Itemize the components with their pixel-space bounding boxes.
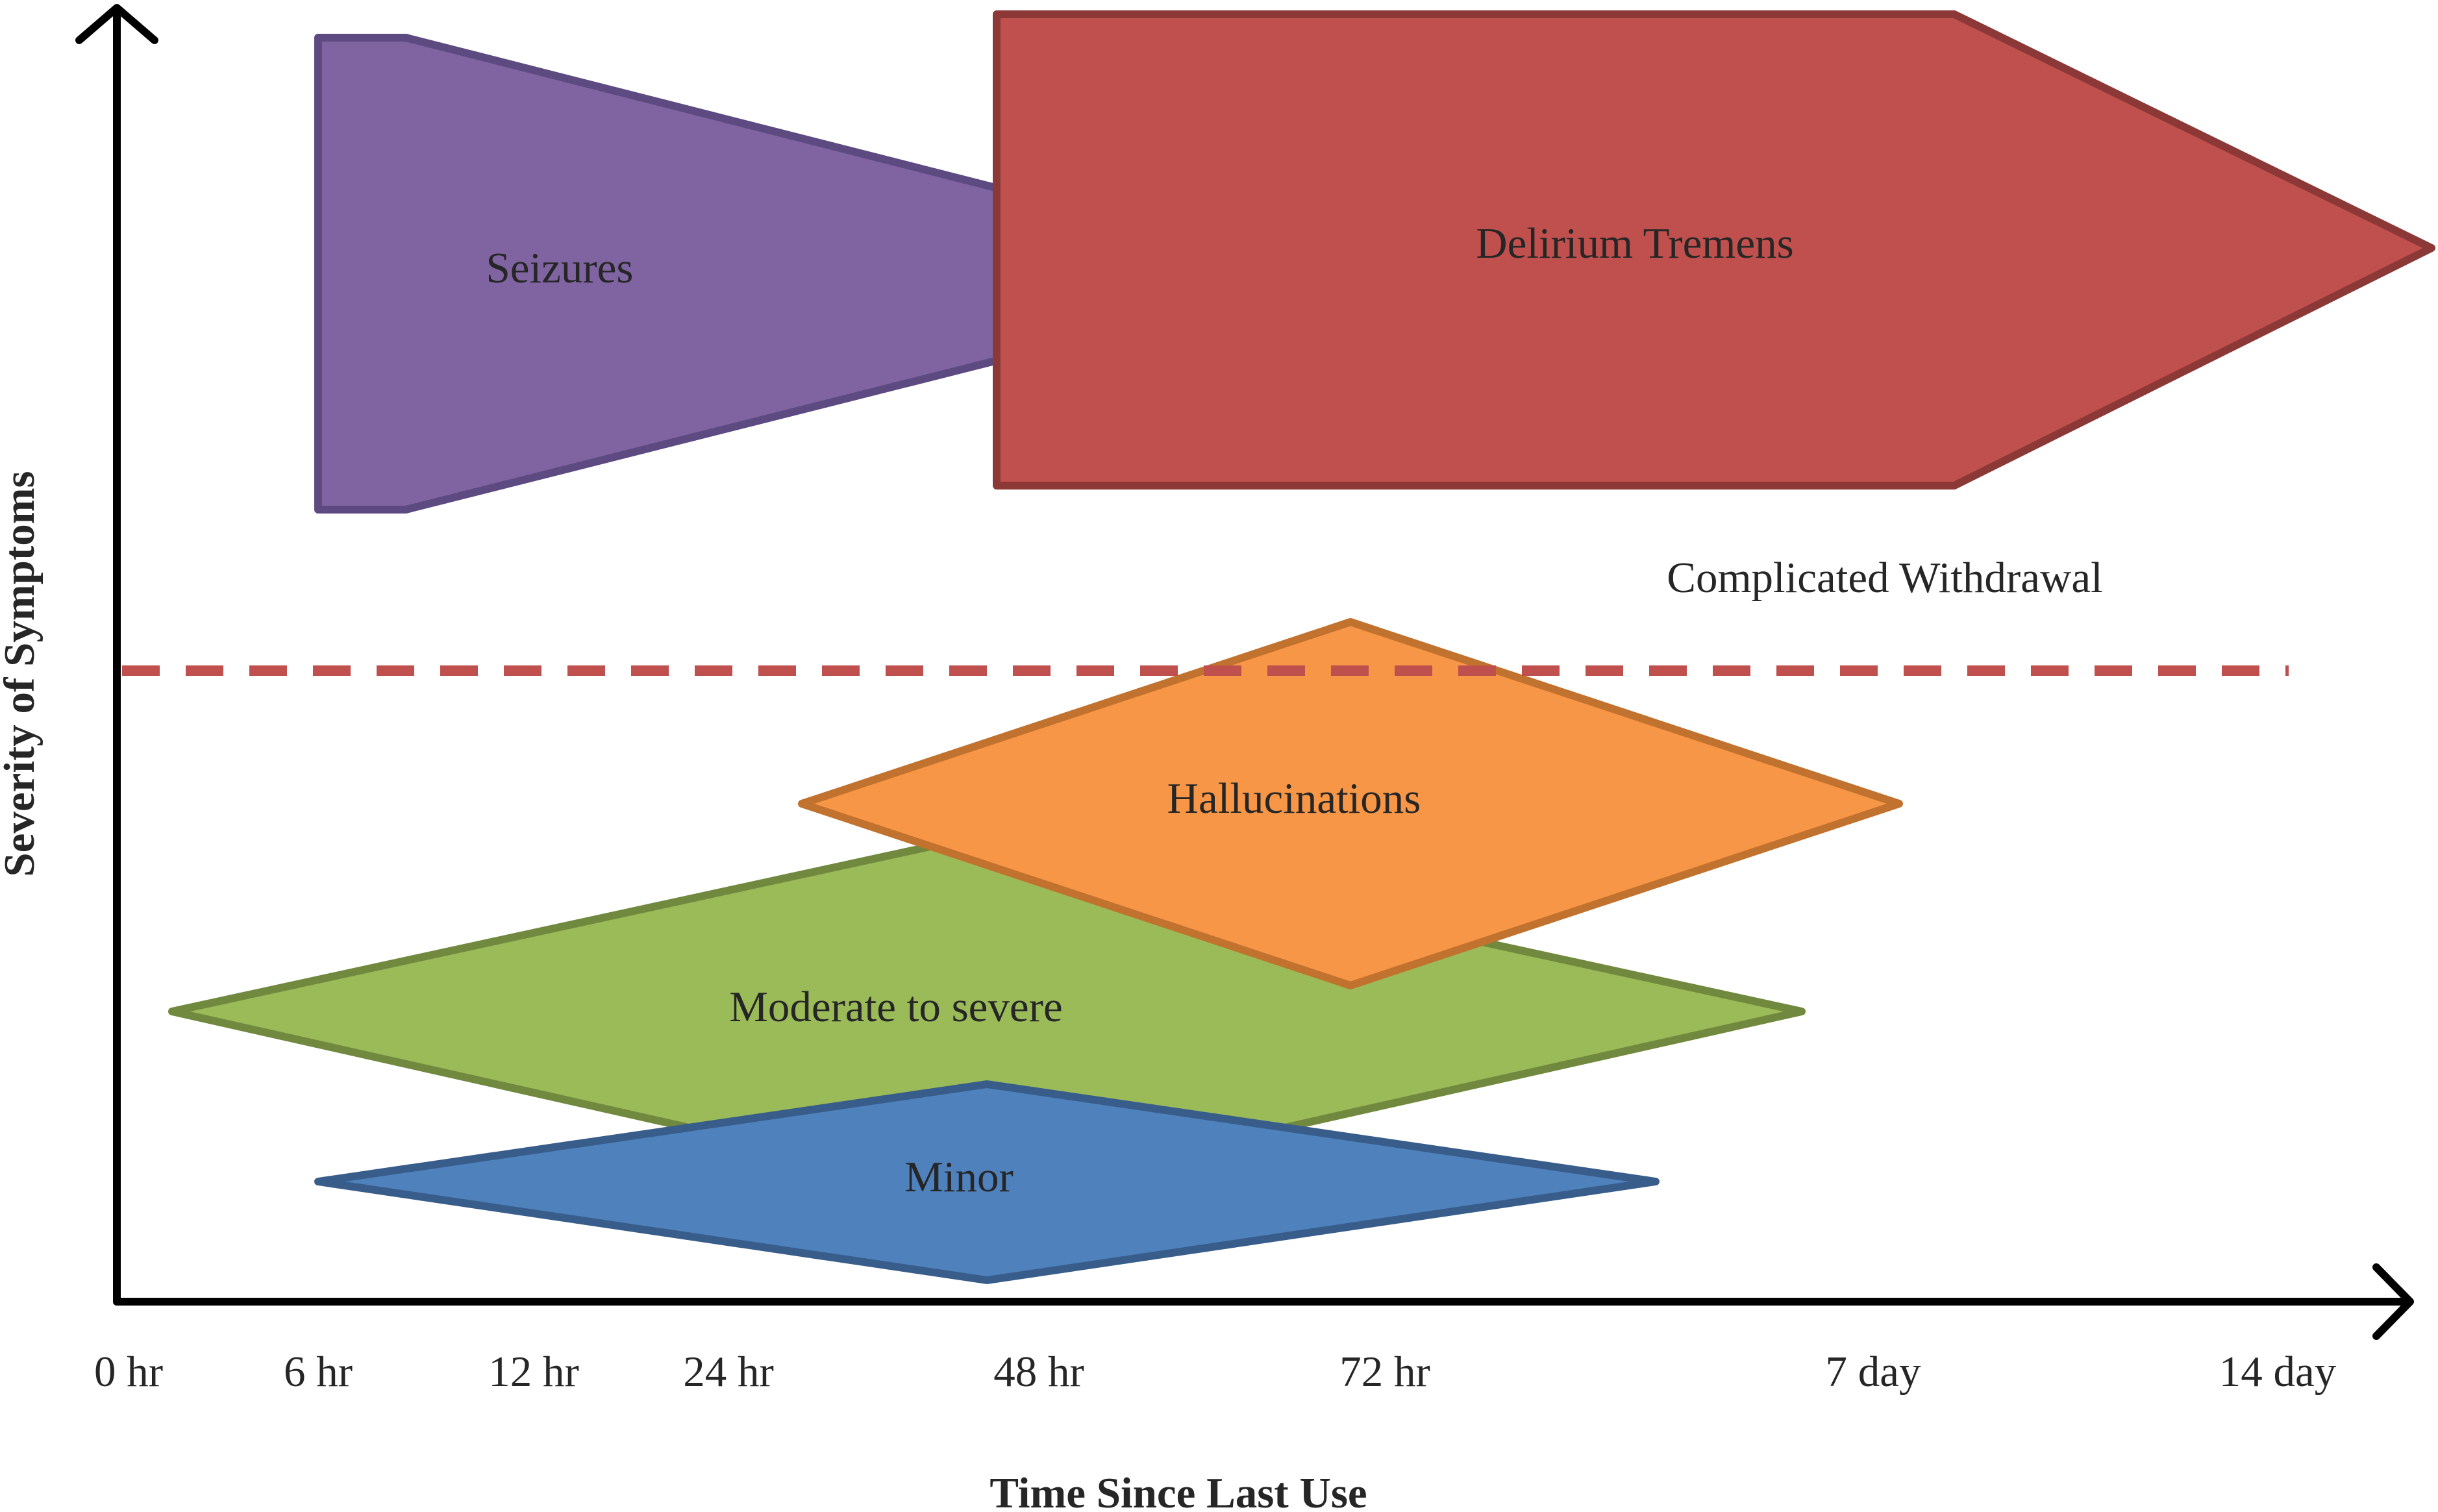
hallucinations-shape	[798, 618, 1903, 989]
delirium-tremens-shape	[993, 10, 2435, 490]
delirium-tremens-label: Delirium Tremens	[1476, 219, 1793, 267]
tick-label-12hr: 12 hr	[488, 1348, 579, 1396]
x-axis-title: Time Since Last Use	[989, 1469, 1367, 1512]
tick-label-72hr: 72 hr	[1339, 1348, 1430, 1396]
seizures-shape	[314, 34, 1341, 514]
tick-label-0hr: 0 hr	[94, 1348, 163, 1396]
y-axis-title: Severity of Symptoms	[0, 471, 44, 876]
tick-label-24hr: 24 hr	[683, 1348, 774, 1396]
tick-label-7day: 7 day	[1826, 1348, 1921, 1396]
tick-label-48hr: 48 hr	[993, 1348, 1084, 1396]
seizures-label: Seizures	[486, 244, 634, 292]
moderate-to-severe-label: Moderate to severe	[729, 983, 1062, 1031]
axes	[75, 4, 2414, 1340]
y-axis-arrowhead	[75, 4, 158, 44]
x-axis-arrowhead	[2372, 1263, 2414, 1340]
minor-label: Minor	[904, 1153, 1014, 1201]
hallucinations-label: Hallucinations	[1167, 775, 1421, 823]
x-axis-tick-labels: 0 hr 6 hr 12 hr 24 hr 48 hr 72 hr 7 day …	[94, 1348, 2337, 1396]
tick-label-6hr: 6 hr	[284, 1348, 353, 1396]
complicated-withdrawal-label: Complicated Withdrawal	[1667, 554, 2102, 602]
tick-label-14day: 14 day	[2219, 1348, 2337, 1396]
minor-shape	[314, 1080, 1660, 1284]
